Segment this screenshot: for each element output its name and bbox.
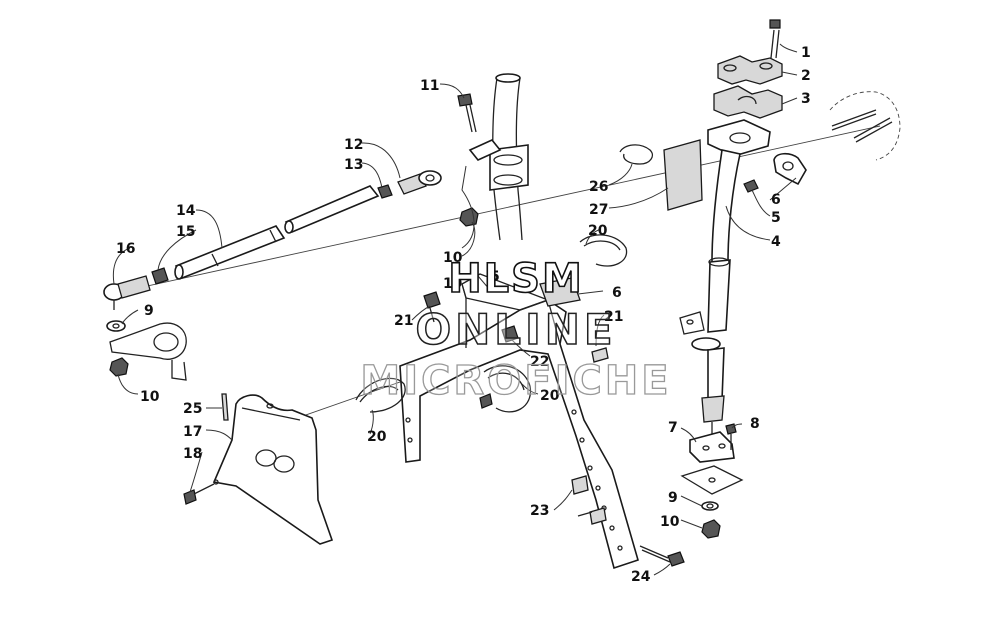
nut-5-right	[743, 179, 759, 193]
callout-13: 13	[344, 157, 363, 173]
callout-19: 19	[443, 276, 462, 292]
callout-25: 25	[183, 401, 202, 417]
handlebar-outline	[829, 91, 901, 161]
callout-10-right: 10	[660, 514, 680, 530]
callout-22: 22	[530, 354, 549, 370]
fitting-23	[571, 475, 607, 525]
clamp-6-right	[773, 152, 807, 186]
callout-11: 11	[420, 78, 439, 94]
bolt-11	[457, 93, 477, 133]
support-frame	[399, 273, 639, 570]
assembly-line	[119, 125, 881, 293]
washer-9-left	[106, 320, 126, 332]
callout-9-left: 9	[144, 303, 154, 319]
nut-10-upper	[459, 207, 479, 227]
watermark-microfiche: MICROFICHE	[360, 358, 671, 404]
clamp-2	[717, 55, 783, 85]
nut-10-left	[109, 357, 129, 377]
pin-25	[221, 393, 229, 421]
callout-16: 16	[116, 241, 135, 257]
screw-18	[183, 483, 215, 505]
bracket-plate-lower	[680, 465, 744, 495]
callout-10-left: 10	[140, 389, 160, 405]
callout-27: 27	[589, 202, 608, 218]
callout-14: 14	[176, 203, 196, 219]
callout-5-right: 5	[771, 210, 781, 226]
fitting-21-right	[591, 347, 609, 363]
bracket-7	[689, 431, 735, 463]
callout-12: 12	[344, 137, 363, 153]
callout-24: 24	[631, 569, 651, 585]
watermark-online: ONLINE	[415, 305, 616, 354]
jam-nut-15	[151, 267, 169, 285]
clamp-3	[713, 85, 783, 119]
callout-9-right: 9	[668, 490, 678, 506]
steering-post-4	[691, 119, 771, 436]
callout-23: 23	[530, 503, 549, 519]
callout-3: 3	[801, 91, 811, 107]
callout-6-center: 6	[612, 285, 622, 301]
frame-tube	[468, 73, 529, 241]
callout-20-mid: 20	[540, 388, 560, 404]
steering-arm	[109, 322, 187, 381]
callout-20-top: 20	[588, 223, 608, 239]
cable-tie-20-top	[579, 234, 628, 267]
callout-6-right: 6	[771, 192, 781, 208]
watermark: HLSM ONLINE MICROFICHE	[360, 255, 671, 404]
callout-8: 8	[750, 416, 760, 432]
callout-20-left: 20	[367, 429, 387, 445]
bolt-24	[639, 545, 685, 567]
fitting-21-left	[423, 291, 441, 323]
leader-lines	[112, 43, 798, 576]
watermark-hlsm: HLSM	[448, 256, 584, 302]
tab-plate-post	[679, 311, 705, 335]
tie-rod-14	[174, 185, 380, 280]
nut-22	[501, 325, 519, 343]
callout-17: 17	[183, 424, 202, 440]
cap-screw-1	[769, 19, 781, 59]
shield-17	[212, 394, 334, 545]
callout-2: 2	[801, 68, 811, 84]
callout-26: 26	[589, 179, 608, 195]
callout-21-left: 21	[394, 313, 413, 329]
cable-tie-20-mid	[479, 365, 532, 413]
callout-15: 15	[176, 224, 195, 240]
callout-21-right: 21	[604, 309, 623, 325]
cable-tie-20-left	[355, 377, 406, 413]
tie-rod-end-16	[103, 275, 151, 310]
callout-4: 4	[771, 234, 781, 250]
callout-labels: 1 2 3 4 5 5 6 6 7 8 9 9 10 10 10 11 12 1…	[116, 45, 811, 585]
callout-18: 18	[183, 446, 202, 462]
callout-5-center: 5	[490, 269, 500, 285]
washer-9-right	[701, 501, 719, 511]
callout-1: 1	[801, 45, 811, 61]
tie-rod-end-12	[397, 170, 442, 195]
retaining-ring-26	[619, 144, 654, 165]
callout-7: 7	[668, 420, 678, 436]
pad-27	[663, 139, 703, 211]
long-bolts	[831, 109, 893, 143]
callout-10-center: 10	[443, 250, 463, 266]
nut-10-right	[701, 519, 721, 539]
jam-nut-13	[377, 184, 393, 199]
